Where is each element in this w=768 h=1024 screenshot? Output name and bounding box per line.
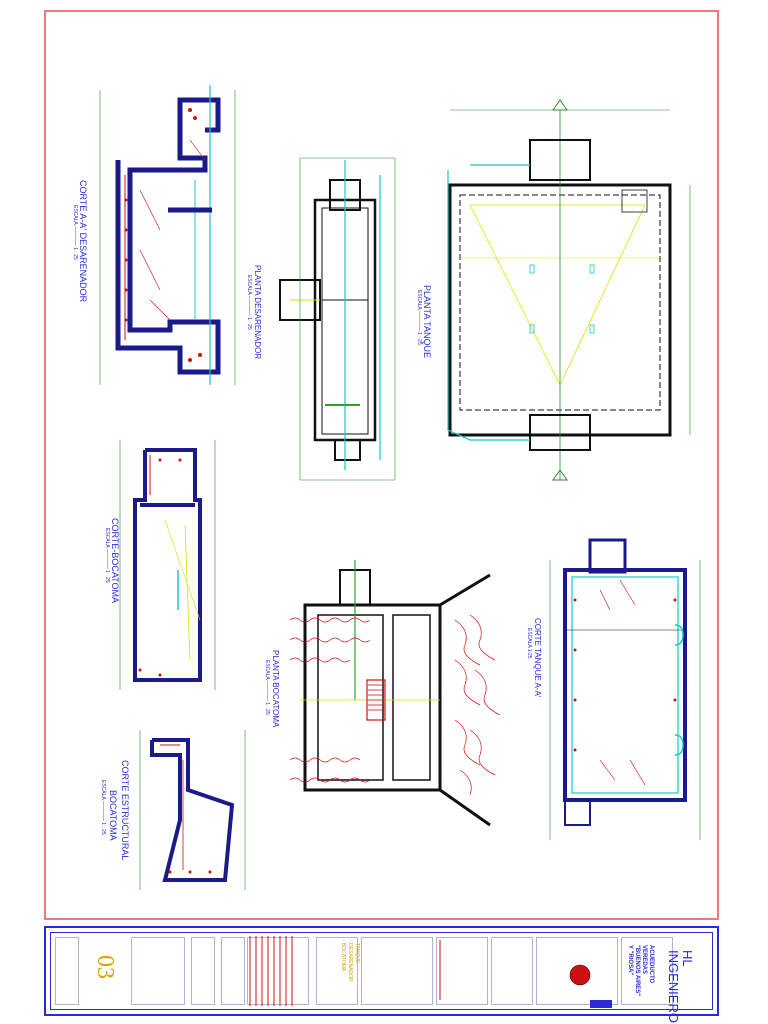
tb-cell-2 (221, 937, 245, 1005)
tb-cell-red-lines (247, 937, 309, 1005)
planta-tanque-section (447, 99, 691, 481)
project-line-1: ACUEDUCTO (648, 945, 654, 984)
planta-tanque-title: PLANTA TANQUE (422, 285, 432, 359)
contents-item: - BOCATOMA (340, 940, 346, 972)
planta-bocatoma-title: PLANTA BOCATOMA (271, 650, 280, 728)
company-line-2: INGENIERO (666, 950, 681, 1023)
sheet-number: 03 (92, 955, 118, 979)
corte-bocatoma-section (119, 440, 216, 690)
project-line-3: "BUENOS AIRES" (634, 945, 640, 997)
corte-desarenador-section (99, 85, 236, 385)
corte-estructural-title: CORTE ESTRUCTURAL (120, 760, 130, 861)
corte-estructural-scale: ESCALA ———— 1 : 25 (100, 780, 106, 835)
tb-cell-signature (536, 937, 618, 1005)
company-name: HL INGENIERO (666, 950, 695, 1023)
corte-desarenador-scale: ESCALA ———— 1 : 25 (72, 205, 78, 260)
project-line-2: VEREDAS (641, 945, 647, 975)
contents-list: - TANQUE - DESARENADOR - BOCATOMA (339, 940, 360, 982)
corte-bocatoma-scale: ESCALA ———— 1 : 25 (104, 528, 110, 583)
corte-desarenador-title: CORTE A-A' DESARENADOR (78, 180, 88, 303)
tb-cell-4 (436, 937, 488, 1005)
corte-tanque-section (549, 538, 701, 840)
contents-item: - TANQUE (354, 940, 360, 964)
tb-cell-sheet-number (131, 937, 185, 1005)
tb-cell-3 (316, 937, 358, 1005)
contents-item: - DESARENADOR (347, 940, 353, 982)
planta-bocatoma-scale: ESCALA ———— 1 : 25 (264, 660, 270, 715)
title-block-frame (50, 932, 713, 1010)
planta-tanque-scale: ESCALA ———— 1 : 25 (416, 290, 422, 345)
project-name: ACUEDUCTO VEREDAS "BUENOS AIRES" Y "RIOS… (626, 945, 654, 996)
sheet-border (44, 10, 719, 920)
corte-estructural-section (139, 730, 246, 890)
planta-desarenador-section (279, 157, 396, 481)
tb-cell-project (621, 937, 673, 1005)
corte-tanque-scale: ESCALA 1:25 (526, 628, 532, 659)
tb-cell-1 (191, 937, 215, 1005)
tb-cell-5 (491, 937, 533, 1005)
corte-estructural-subtitle: BOCATOMA (108, 790, 118, 841)
corte-bocatoma-title: CORTE-BOCATOMA (110, 518, 120, 604)
tb-cell-contents (361, 937, 433, 1005)
title-block (44, 926, 719, 1016)
corte-tanque-title: CORTE TANQUE A-A' (533, 618, 542, 698)
planta-bocatoma-section (289, 560, 501, 827)
planta-desarenador-title: PLANTA DESARENADOR (253, 265, 262, 360)
company-line-1: HL (680, 950, 695, 967)
project-line-4: Y "RIOSA" (627, 945, 633, 976)
planta-desarenador-scale: ESCALA ———— 1 : 25 (246, 275, 252, 330)
tb-cell-edge (55, 937, 79, 1005)
